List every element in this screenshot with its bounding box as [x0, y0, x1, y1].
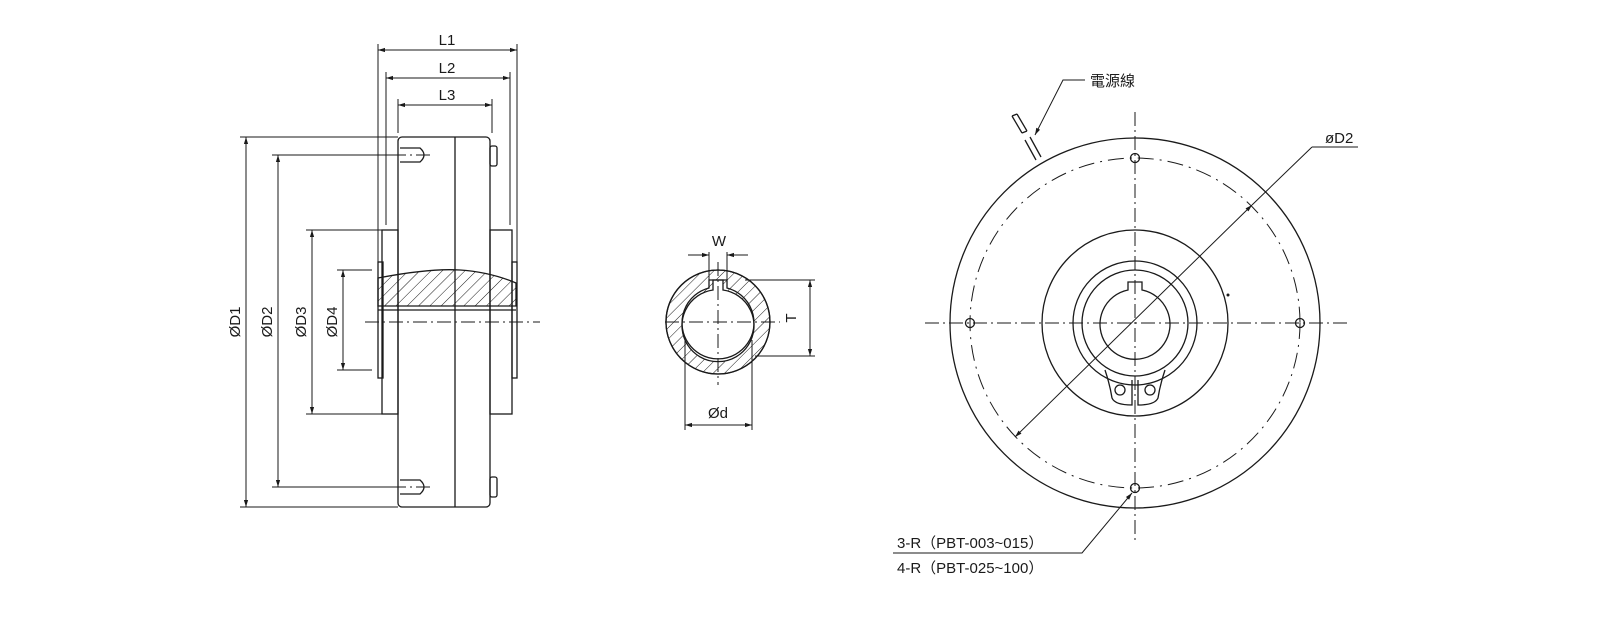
- dim-L1: L1: [439, 32, 456, 49]
- shaft-section: [377, 269, 517, 307]
- mounting-hole: [1129, 152, 1141, 164]
- power-wire-label: 電源線: [1090, 73, 1135, 90]
- dim-D2: ØD2: [259, 307, 276, 338]
- dim-D3: ØD3: [293, 307, 310, 338]
- dim-L2: L2: [439, 60, 456, 77]
- mounting-hole: [1129, 482, 1141, 494]
- hole-note-2: 4-R（PBT-025~100）: [897, 560, 1043, 577]
- pitch-circle: [969, 157, 1301, 489]
- shaft-keyway-section: W T Ød: [665, 233, 815, 430]
- front-view: øD2 電源線 3-R（PBT-003~015） 4-R（PBT-025~100…: [893, 73, 1358, 577]
- power-wire: [1024, 136, 1042, 161]
- dim-T: T: [783, 313, 800, 322]
- dim-L3: L3: [439, 87, 456, 104]
- mounting-hole: [1294, 317, 1306, 329]
- dim-D1: ØD1: [227, 307, 244, 338]
- dim-front-D2: øD2: [1325, 130, 1353, 147]
- dim-D4: ØD4: [324, 307, 341, 338]
- dim-d: Ød: [708, 405, 728, 422]
- mounting-hole: [964, 317, 976, 329]
- side-view: L1 L2 L3 ØD1 ØD2 ØD3 ØD4: [227, 32, 540, 508]
- hole-note-1: 3-R（PBT-003~015）: [897, 535, 1043, 552]
- nut-bottom: [489, 476, 498, 498]
- nut-top: [489, 145, 498, 167]
- dim-W: W: [712, 233, 727, 250]
